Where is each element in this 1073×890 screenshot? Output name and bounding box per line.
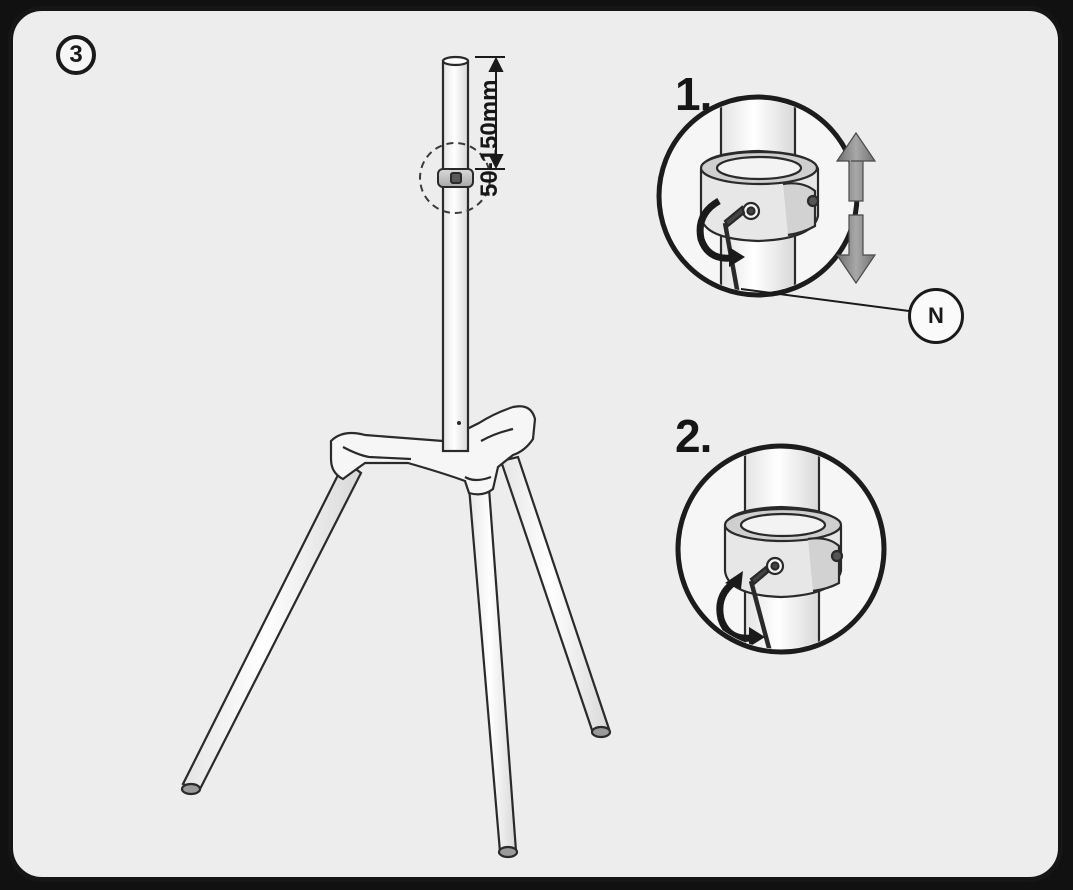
detail-highlight-circle: [419, 142, 491, 214]
instruction-panel: 3 50-150mm 1. 2. N: [8, 6, 1063, 882]
rotate-arrow-icon: [716, 575, 758, 642]
rotate-arrow-icon: [696, 197, 739, 262]
detail-view-loosen: [656, 94, 910, 312]
tripod-hub: [329, 405, 537, 496]
tool-callout-badge: N: [908, 288, 964, 344]
substep-1-label: 1.: [675, 68, 712, 120]
substep-2-label: 2.: [675, 410, 712, 462]
detail-view-tighten: [675, 443, 887, 655]
height-adjustment-label: 50-150mm: [476, 79, 503, 197]
tripod-stand-illustration: [180, 55, 910, 859]
step-number-badge: 3: [56, 35, 96, 75]
arrow-down-icon: [835, 214, 877, 285]
arrow-up-icon: [835, 131, 877, 202]
pole-collar: [437, 168, 474, 188]
upright-pole: [441, 55, 470, 453]
dimension-indicator: [475, 56, 505, 170]
stand-legs: [180, 455, 612, 859]
